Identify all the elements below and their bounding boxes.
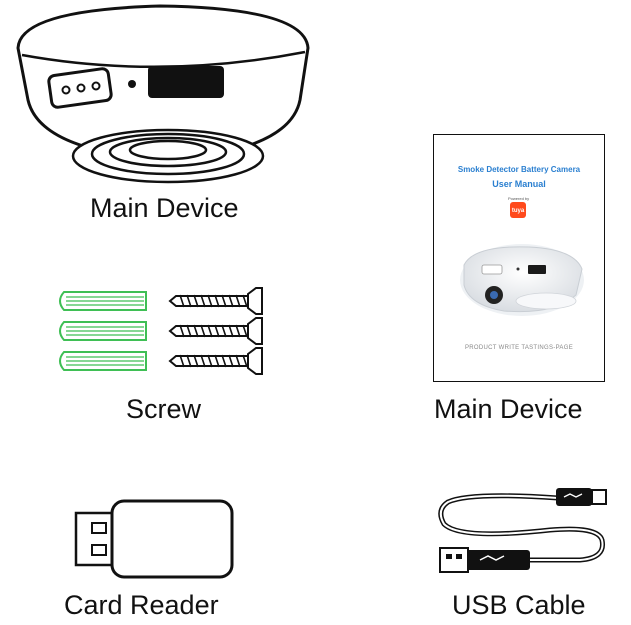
manual-title-line2: User Manual — [492, 179, 546, 189]
usb-cable-icon — [438, 488, 607, 573]
smoke-detector-camera-icon — [16, 4, 310, 184]
tuya-logo-icon: tuya — [510, 202, 526, 218]
manual-label: Main Device — [434, 394, 583, 424]
usb-cable-label: USB Cable — [452, 590, 586, 620]
manual-footer-text: PRODUCT WRITE TASTINGS-PAGE — [465, 345, 573, 351]
screw-2 — [168, 317, 263, 345]
powered-by-text: Powered by — [508, 196, 530, 201]
user-manual-booklet-icon: Smoke Detector Battery Camera User Manua… — [433, 134, 605, 382]
card-reader-label: Card Reader — [64, 590, 219, 620]
manual-device-photo — [460, 244, 584, 316]
main-device-label: Main Device — [90, 193, 239, 223]
manual-title-line1: Smoke Detector Battery Camera — [457, 165, 581, 174]
screw-1 — [168, 287, 263, 315]
screw-label: Screw — [126, 394, 202, 424]
card-reader-icon — [74, 499, 234, 579]
screws-and-anchors-icon — [59, 287, 263, 375]
screw-3 — [168, 347, 263, 375]
